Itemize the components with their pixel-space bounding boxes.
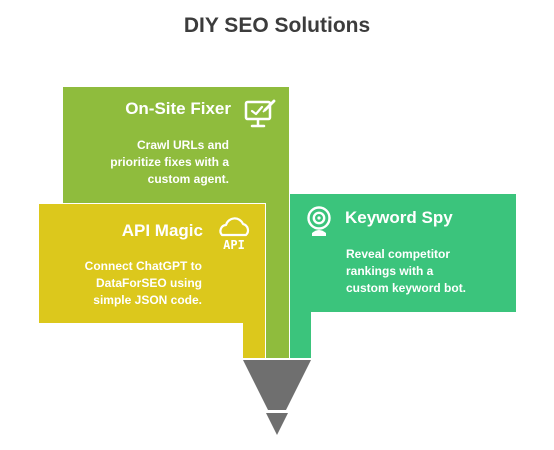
keyword-card-line: rankings with a [346, 264, 434, 278]
onsite-card [63, 87, 289, 358]
api-card-description: Connect ChatGPT to DataForSEO using simp… [85, 258, 202, 309]
api-card-line: simple JSON code. [93, 293, 202, 307]
diagram-title: DIY SEO Solutions [183, 14, 371, 37]
keyword-card-line: Reveal competitor [346, 247, 451, 261]
keyword-card-title: Keyword Spy [345, 208, 453, 227]
api-card-line: Connect ChatGPT to [84, 259, 202, 273]
onsite-card-line: prioritize fixes with a [110, 155, 229, 169]
cloud-api-icon-label: API [223, 238, 245, 252]
api-card-line: DataForSEO using [95, 276, 202, 290]
api-card-title: API Magic [121, 221, 203, 240]
onsite-card-line: Crawl URLs and [136, 138, 229, 152]
onsite-card-title: On-Site Fixer [125, 99, 231, 118]
monitor-edit-icon [243, 96, 277, 130]
keyword-card [290, 194, 516, 358]
cloud-api-icon: API [214, 214, 254, 254]
spy-agent-icon [301, 203, 337, 239]
keyword-card-line: custom keyword bot. [346, 281, 467, 295]
onsite-card-line: custom agent. [147, 172, 229, 186]
funnel-tip [266, 413, 288, 435]
api-card [39, 204, 265, 358]
funnel-upper [243, 360, 311, 410]
keyword-card-description: Reveal competitor rankings with a custom… [346, 246, 466, 297]
onsite-card-description: Crawl URLs and prioritize fixes with a c… [110, 137, 229, 188]
